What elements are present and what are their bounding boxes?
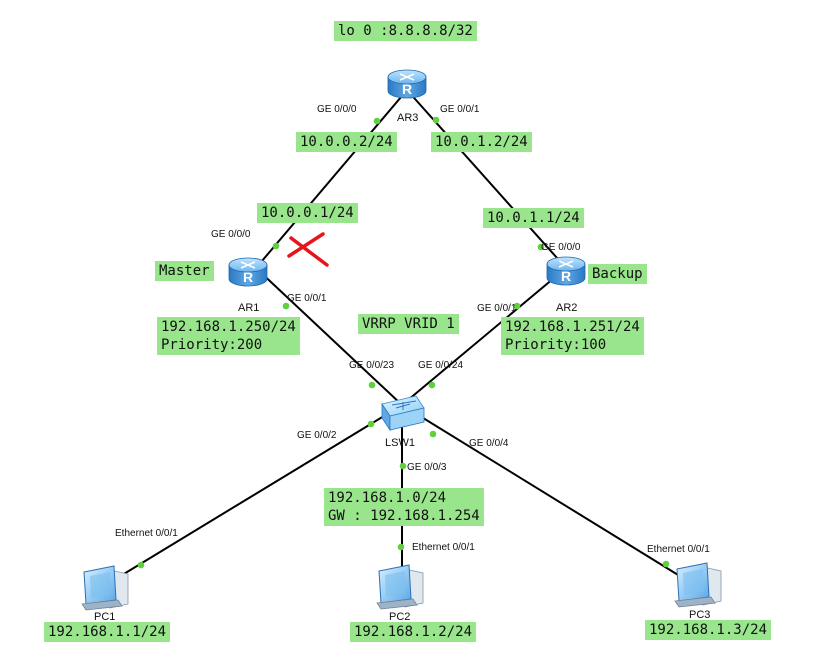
ar3-router-icon — [387, 69, 427, 99]
pc2-ip-label: 192.168.1.2/24 — [350, 622, 477, 642]
port-dot-pc1 — [137, 561, 145, 569]
ar2-router-icon — [546, 256, 586, 286]
switch-port-g023: GE 0/0/23 — [349, 360, 395, 371]
ar1-g000-ip-label: 10.0.0.1/24 — [257, 203, 358, 223]
ar1-priority: Priority:200 — [161, 337, 263, 353]
link-ar1-lsw1 — [255, 267, 403, 406]
port-dot-ar1-g001 — [282, 302, 290, 310]
ar2-priority: Priority:100 — [505, 337, 607, 353]
loopback-label: lo 0 :8.8.8.8/32 — [334, 21, 477, 41]
pc1-ip-label: 192.168.1.1/24 — [44, 622, 171, 642]
pc2-name: PC2 — [389, 611, 411, 623]
lan-network: 192.168.1.0/24 — [328, 490, 447, 506]
port-dot-ar2-g000 — [537, 243, 545, 251]
lan-gateway: GW : 192.168.1.254 — [328, 508, 480, 524]
ar2-lan-ip: 192.168.1.251/24 — [505, 319, 640, 335]
ar2-name: AR2 — [556, 302, 578, 314]
ar1-name: AR1 — [238, 302, 260, 314]
switch-port-g024: GE 0/0/24 — [418, 360, 464, 371]
master-role-label: Master — [155, 261, 214, 281]
switch-port-g004: GE 0/0/4 — [469, 438, 509, 449]
pc2-port-eth: Ethernet 0/0/1 — [412, 542, 475, 553]
pc3-ip-label: 192.168.1.3/24 — [645, 620, 772, 640]
ar1-router-icon — [228, 257, 268, 287]
port-dot-sw-g003 — [399, 462, 407, 470]
pc3-port-eth: Ethernet 0/0/1 — [647, 544, 710, 555]
ar3-g001-ip-label: 10.0.1.2/24 — [431, 132, 532, 152]
link-fault-x-icon — [289, 236, 329, 267]
port-dot-pc2 — [397, 543, 405, 551]
port-dot-sw-g024 — [428, 381, 436, 389]
pc2-pc-icon — [376, 564, 424, 610]
ar1-lan-ip: 192.168.1.250/24 — [161, 319, 296, 335]
pc3-pc-icon — [674, 562, 722, 608]
link-fault-x-icon-stroke — [287, 232, 325, 258]
ar1-port-g001: GE 0/0/1 — [287, 293, 327, 304]
pc1-name: PC1 — [94, 611, 116, 623]
port-dot-ar1-g000 — [272, 242, 280, 250]
link-lsw1-pc3 — [401, 404, 697, 587]
switch-port-g002: GE 0/0/2 — [297, 430, 337, 441]
link-lsw1-pc1 — [103, 404, 403, 587]
switch-port-g003: GE 0/0/3 — [407, 462, 447, 473]
port-dot-sw-g002 — [367, 420, 375, 428]
link-ar3-ar1 — [255, 89, 408, 269]
port-dot-sw-g023 — [368, 381, 376, 389]
ar2-port-g001: GE 0/0/1 — [477, 303, 517, 314]
port-dot-ar3-g001 — [432, 116, 440, 124]
pc1-port-eth: Ethernet 0/0/1 — [115, 528, 178, 539]
port-dot-ar2-g001 — [513, 302, 521, 310]
port-dot-ar3-g000 — [373, 117, 381, 125]
pc3-name: PC3 — [689, 609, 711, 621]
pc1-pc-icon — [81, 565, 129, 611]
lsw1-switch-icon — [381, 395, 425, 432]
port-dot-sw-g004 — [429, 430, 437, 438]
ar3-port-g000: GE 0/0/0 — [317, 104, 357, 115]
lsw1-name: LSW1 — [385, 437, 415, 449]
ar3-name: AR3 — [397, 112, 419, 124]
ar1-port-g000: GE 0/0/0 — [211, 229, 251, 240]
ar2-port-g000: GE 0/0/0 — [541, 242, 581, 253]
backup-role-label: Backup — [588, 264, 647, 284]
port-dot-pc3 — [662, 560, 670, 568]
ar3-port-g001: GE 0/0/1 — [440, 104, 480, 115]
ar3-g000-ip-label: 10.0.0.2/24 — [296, 132, 397, 152]
vrrp-group-label: VRRP VRID 1 — [358, 314, 459, 334]
lan-network-info-label: 192.168.1.0/24 GW : 192.168.1.254 — [324, 488, 484, 526]
ar2-g000-ip-label: 10.0.1.1/24 — [483, 208, 584, 228]
link-ar2-lsw1 — [401, 267, 567, 406]
